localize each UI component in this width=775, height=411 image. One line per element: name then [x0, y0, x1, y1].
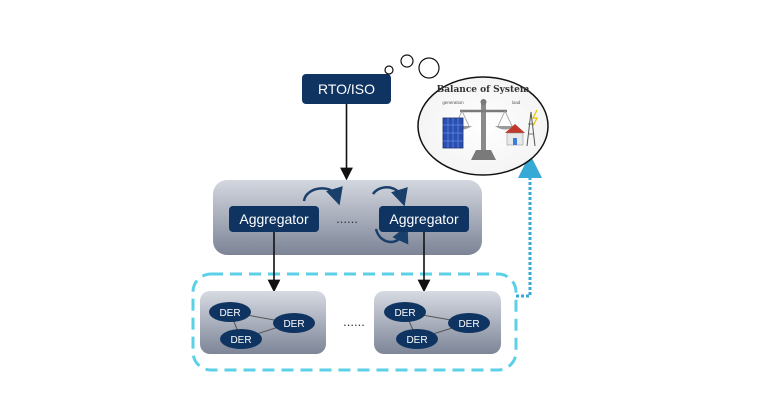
der-node: DER	[220, 329, 262, 349]
der-node: DER	[384, 302, 426, 322]
load-label: load	[512, 100, 521, 105]
balance-of-system-bubble: Balance of System generation load	[417, 76, 549, 176]
bubble-title: Balance of System	[437, 85, 530, 95]
thought-circle-small	[384, 65, 394, 75]
cycle-arrow-left-icon	[302, 186, 343, 206]
der-node: DER	[209, 302, 251, 322]
generation-label: generation	[442, 100, 464, 105]
thought-circle-medium	[400, 54, 414, 68]
der-label: DER	[458, 319, 479, 330]
aggregator-label: Aggregator	[389, 211, 459, 227]
der-ellipsis: ......	[343, 314, 365, 329]
aggregator-node-1: Aggregator	[229, 206, 319, 232]
aggregator-node-2: Aggregator	[379, 206, 469, 232]
aggregator-label: Aggregator	[239, 211, 309, 227]
der-node: DER	[448, 313, 490, 333]
rto-iso-node: RTO/ISO	[302, 74, 391, 104]
der-group-2: DER DER DER	[374, 291, 501, 354]
cycle-arrow-right-bottom-icon	[374, 225, 409, 245]
aggregator-panel: Aggregator ...... Aggregator	[213, 180, 482, 255]
solar-panel-icon	[442, 117, 464, 149]
der-label: DER	[230, 335, 251, 346]
thought-circle-large	[418, 57, 440, 79]
der-group-1: DER DER DER	[200, 291, 326, 354]
der-label: DER	[283, 319, 304, 330]
cycle-arrow-right-top-icon	[371, 186, 408, 207]
der-to-balance-connector	[516, 154, 542, 298]
house-load-icon	[505, 109, 538, 147]
der-label: DER	[394, 308, 415, 319]
der-label: DER	[406, 335, 427, 346]
der-node: DER	[273, 313, 315, 333]
der-label: DER	[219, 308, 240, 319]
rto-iso-label: RTO/ISO	[318, 81, 375, 97]
aggregator-ellipsis: ......	[336, 211, 358, 226]
der-node: DER	[396, 329, 438, 349]
scale-icon	[452, 99, 515, 160]
der-region-boundary	[191, 272, 518, 372]
